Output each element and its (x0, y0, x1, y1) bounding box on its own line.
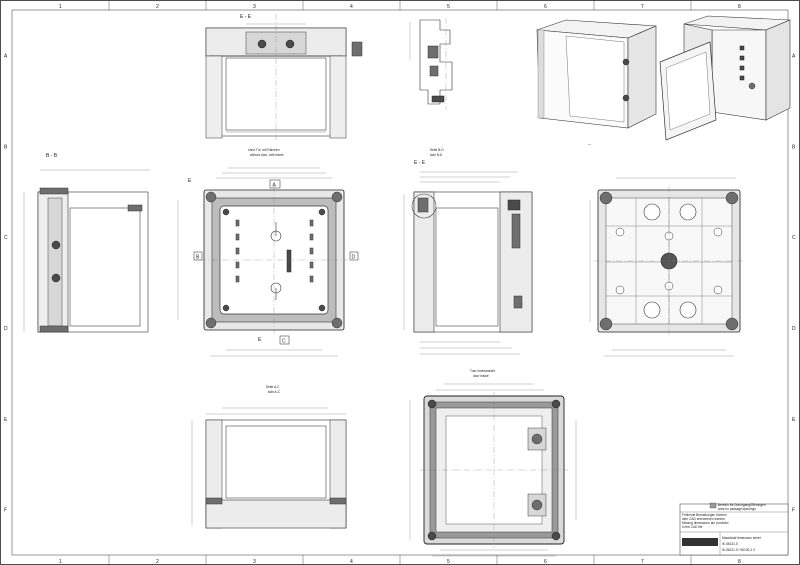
door-hinges (527, 427, 547, 517)
top-view-section-ee: E - E (205, 14, 363, 140)
door-caption-2: door inside (473, 374, 489, 378)
svg-text:D: D (352, 255, 356, 261)
svg-text:—: — (588, 142, 592, 146)
door-caption-1: Tuer innenansicht (470, 369, 495, 373)
frame-row-labels: A A B B C C D D E E F F (4, 53, 796, 513)
frame-row-label: C (792, 235, 796, 241)
view-title-bb: B - B (46, 153, 58, 159)
front-view: ohne Tür, mit Rahmen without door, with … (177, 148, 359, 357)
frame-col-label: 6 (544, 4, 547, 10)
view-title-ee-top: E - E (240, 14, 252, 20)
note-en: area for passage/openings (718, 507, 756, 511)
frame-col-label: 5 (447, 559, 450, 565)
frame-row-label: B (4, 144, 8, 150)
door-inside-view: Tuer innenansicht door inside (409, 369, 577, 557)
front-caption-1: ohne Tür, mit Rahmen (248, 148, 280, 152)
frame-col-label: 3 (253, 4, 256, 10)
sheet-title: Massblatt/ dimension sheet (722, 536, 761, 540)
side-view-ac: Seite A-C side A-C (191, 385, 347, 529)
remark-4: in the CAD file (682, 525, 703, 529)
frame-row-label: A (4, 53, 8, 59)
frame-col-label: 2 (156, 4, 159, 10)
frame-column-labels: 1 1 2 2 3 3 4 4 5 5 6 6 7 7 8 8 (59, 0, 741, 565)
front-caption-2: without door, with frame (250, 153, 284, 157)
frame-row-label: F (4, 508, 7, 514)
frame-col-label: 7 (641, 4, 644, 10)
section-marker-e-top: E (188, 178, 192, 184)
remark-3: Missing dimensions are provided (682, 521, 729, 525)
svg-text:A: A (273, 183, 277, 189)
view-title-ee-side: E - E (414, 160, 426, 166)
frame-row-label: A (792, 53, 796, 59)
frame-row-label: B (792, 144, 796, 150)
front-inner-slots (235, 219, 314, 283)
section-bb-view: B - B (23, 153, 150, 333)
remark-2: dem CAD entnommen werden (682, 517, 725, 521)
frame-col-label: 4 (350, 559, 353, 565)
sheet-code: IK-56131-5 (722, 542, 738, 546)
remark-1: Fehlende Bemaßungen können (682, 513, 727, 517)
frame-row-label: C (4, 235, 8, 241)
frame-col-label: 2 (156, 559, 159, 565)
frame-col-label: 8 (738, 559, 741, 565)
section-marker-d (349, 251, 359, 261)
detail-section-small (409, 18, 453, 110)
frame-row-label: E (792, 417, 796, 423)
side-view-bd: Seite B-D side B-D E - E (403, 148, 533, 355)
frame-col-label: 5 (447, 4, 450, 10)
title-block: Bereich für Durchgang/Öffnungen area for… (679, 502, 789, 556)
frame-row-label: D (4, 326, 8, 332)
side-ac-caption-1: Seite A-C (266, 385, 280, 389)
section-marker-a (269, 179, 281, 189)
section-marker-c (279, 335, 290, 345)
isometric-view-closed: — (536, 19, 657, 146)
frame-col-label: 8 (738, 4, 741, 10)
side-ac-caption-2: side A-C (268, 390, 281, 394)
frame-col-label: 7 (641, 559, 644, 565)
frame-col-label: 1 (59, 559, 62, 565)
hatch-legend-swatch (709, 502, 717, 509)
side-bd-caption-1: Seite B-D (430, 148, 444, 152)
frame-row-label: E (4, 417, 8, 423)
back-view (589, 177, 744, 357)
frame-row-label: D (792, 326, 796, 332)
note-de: Bereich für Durchgang/Öffnungen (718, 503, 766, 507)
svg-text:C: C (282, 339, 286, 345)
isometric-view-open (659, 15, 791, 141)
frame-col-label: 6 (544, 559, 547, 565)
frame-row-label: F (792, 508, 795, 514)
drawing-number: IK-56131-5 / 56130-2 3 (722, 548, 755, 552)
svg-text:B: B (196, 255, 200, 261)
company-logo (682, 538, 718, 546)
frame-col-label: 4 (350, 4, 353, 10)
side-bd-caption-2: side B-D (430, 153, 443, 157)
section-marker-b (193, 251, 203, 261)
frame-col-label: 1 (59, 4, 62, 10)
section-marker-e-bottom: E (258, 337, 262, 343)
frame-col-label: 3 (253, 559, 256, 565)
